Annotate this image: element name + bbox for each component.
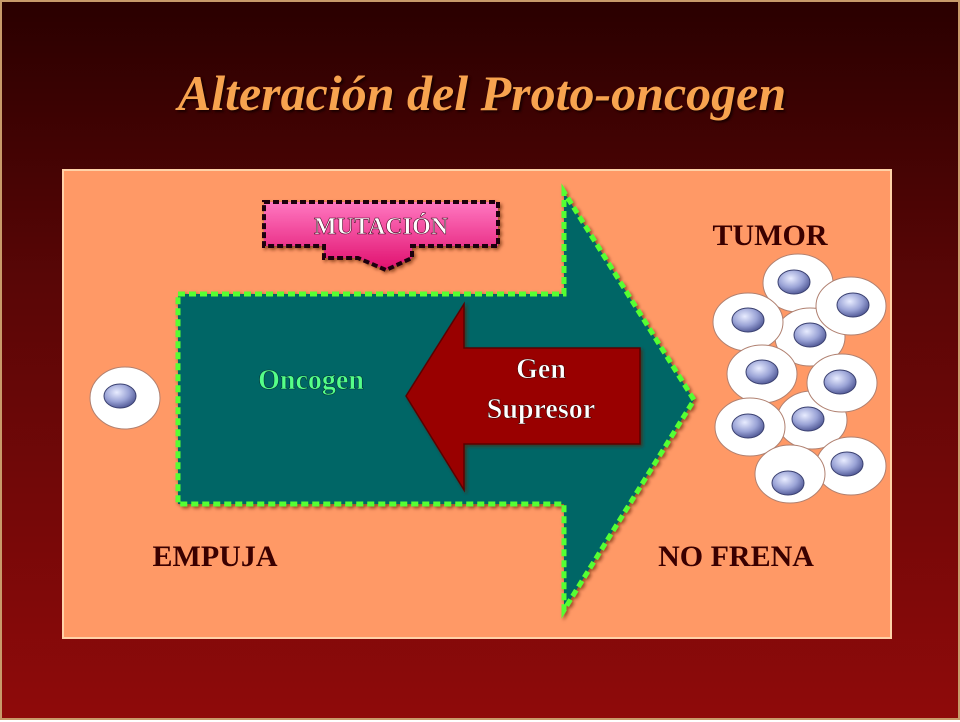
pushes-label: EMPUJA: [153, 540, 278, 573]
mutation-callout: [262, 200, 500, 273]
tumor-cell: [714, 397, 786, 457]
suppressor-arrow: [405, 301, 641, 493]
tumor-cell-cluster: [712, 253, 887, 504]
suppressor-label-line2: Supresor: [487, 394, 595, 425]
tumor-cell: [726, 344, 798, 404]
suppressor-label-line1: Gen: [516, 354, 566, 385]
no-brake-label: NO FRENA: [658, 540, 814, 573]
tumor-cell: [815, 276, 887, 336]
oncogene-label: Oncogen: [258, 365, 364, 396]
normal-cell: [89, 366, 161, 430]
tumor-cell: [754, 444, 826, 504]
tumor-label: TUMOR: [713, 219, 828, 252]
slide-title: Alteración del Proto-oncogen: [177, 65, 787, 121]
tumor-cell: [815, 436, 887, 496]
tumor-cell: [806, 353, 878, 413]
mutation-label: MUTACIÓN: [314, 213, 449, 240]
tumor-cell: [712, 292, 784, 352]
